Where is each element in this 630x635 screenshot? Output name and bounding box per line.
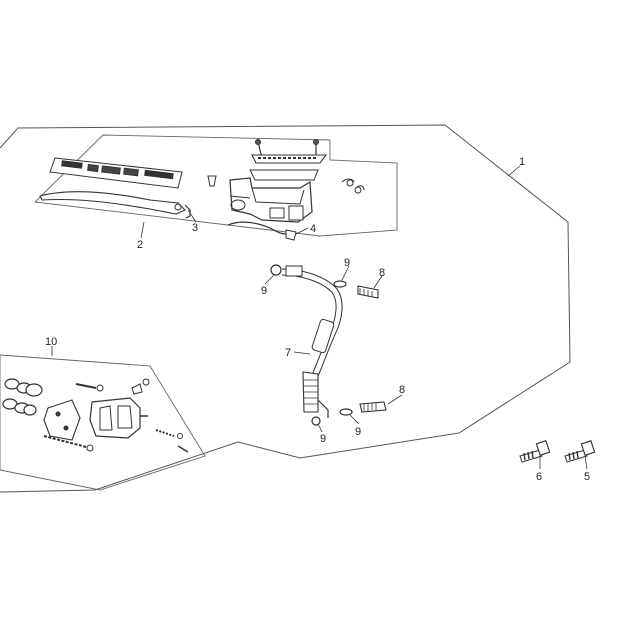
- callout-9-top-right: 9: [344, 257, 350, 269]
- callout-9-bottom-right: 9: [355, 426, 361, 438]
- loose-bolts: [519, 440, 596, 463]
- caliper-parts: [2, 378, 189, 453]
- callout-9-bottom-left: 9: [320, 433, 326, 445]
- brake-hose-assembly: [270, 264, 387, 426]
- callout-labels: 1 2 3 4 9 9 8 7 8 9 9 6 5 10: [45, 156, 590, 483]
- leader-lines: [51, 165, 588, 470]
- small-screw: [207, 175, 217, 187]
- callout-5: 5: [584, 471, 590, 483]
- brake-lever: [39, 191, 186, 215]
- brake-switch-wire: [227, 221, 287, 235]
- callout-9-top-left: 9: [261, 285, 267, 297]
- callout-7: 7: [285, 347, 291, 359]
- caliper-group-outline: [0, 354, 206, 491]
- assembly-outline-1: [0, 124, 571, 493]
- callout-1: 1: [519, 156, 525, 168]
- banjo-bolt-bottom: [359, 401, 387, 413]
- callout-2: 2: [137, 239, 143, 251]
- brake-pad: [43, 399, 81, 441]
- callout-3: 3: [192, 222, 198, 234]
- callout-8-top: 8: [379, 267, 385, 279]
- diaphragm: [249, 169, 319, 181]
- master-cylinder-group-outline: [34, 134, 398, 237]
- caliper-body: [89, 397, 141, 439]
- callout-4: 4: [310, 223, 316, 235]
- master-cylinder-parts: [39, 139, 365, 241]
- callout-8-bottom: 8: [399, 384, 405, 396]
- callout-6: 6: [536, 471, 542, 483]
- callout-10: 10: [45, 336, 57, 348]
